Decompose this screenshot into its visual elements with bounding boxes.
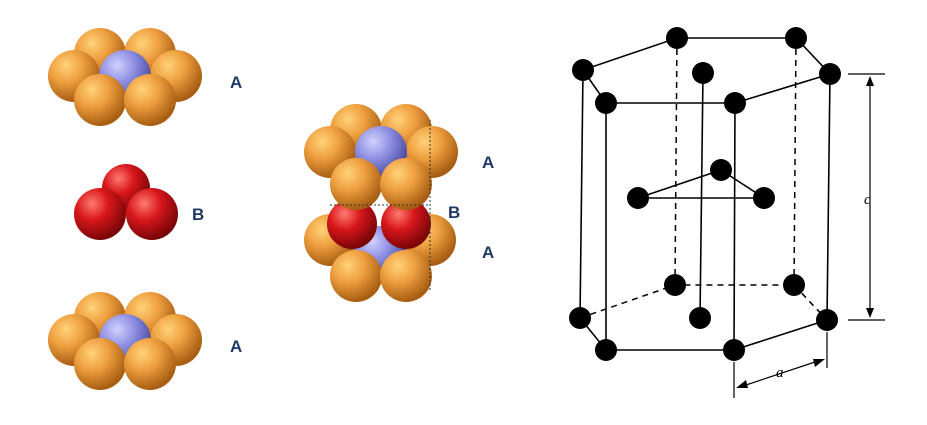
hcp-unit-cell: c a <box>569 27 885 398</box>
orange-atom <box>380 158 432 210</box>
orange-atom <box>380 250 432 302</box>
layer-label-a-bottom: A <box>230 337 242 356</box>
orange-atom <box>330 250 382 302</box>
black-atom <box>724 92 746 114</box>
dimension-c <box>848 73 885 321</box>
black-atom <box>753 187 775 209</box>
layer-label-b: B <box>192 205 204 224</box>
black-atom <box>710 159 732 181</box>
black-atom <box>785 27 807 49</box>
orange-atom <box>124 74 176 126</box>
black-atom <box>816 309 838 331</box>
middle-stacked-layers <box>304 104 458 302</box>
stack-label-a-bottom: A <box>482 243 494 262</box>
red-atom <box>126 188 178 240</box>
black-atom <box>569 307 591 329</box>
dimension-c-label: c <box>864 192 871 208</box>
black-atom <box>783 274 805 296</box>
black-atom <box>692 62 714 84</box>
red-atom <box>327 199 377 249</box>
layer-label-a-top: A <box>230 73 242 92</box>
black-atom <box>666 27 688 49</box>
black-atom <box>689 307 711 329</box>
black-atom <box>664 274 686 296</box>
dimension-a-label: a <box>776 365 784 381</box>
black-atom <box>595 92 617 114</box>
red-atom <box>381 199 431 249</box>
black-atom <box>723 339 745 361</box>
stack-label-a-top: A <box>482 153 494 172</box>
black-atom <box>819 63 841 85</box>
dimension-a <box>733 332 828 398</box>
left-layer-a-top <box>48 28 202 126</box>
stack-label-b: B <box>448 203 460 222</box>
orange-atom <box>330 158 382 210</box>
black-atom <box>627 187 649 209</box>
black-atom <box>595 339 617 361</box>
left-layer-a-bottom <box>48 292 202 390</box>
black-atom <box>572 59 594 81</box>
left-layer-b <box>74 164 178 240</box>
orange-atom <box>124 338 176 390</box>
orange-atom <box>74 74 126 126</box>
orange-atom <box>74 338 126 390</box>
red-atom <box>74 188 126 240</box>
